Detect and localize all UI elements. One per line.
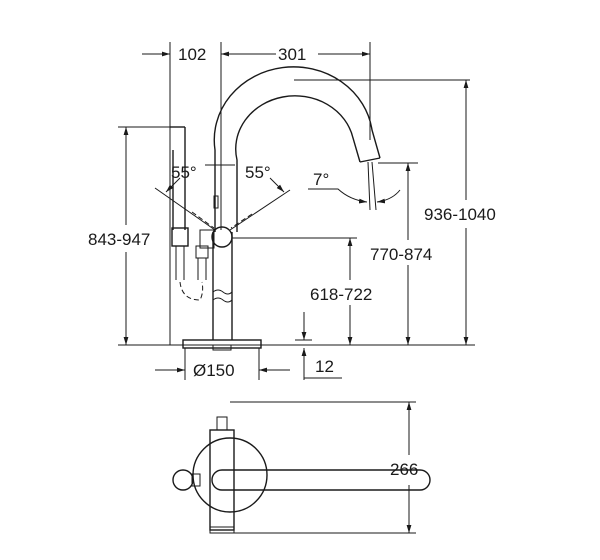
dim-936-1040 (355, 80, 475, 346)
dim-936-1040-label: 936-1040 (424, 205, 496, 224)
mixer-body (199, 195, 233, 340)
base-plate (118, 339, 355, 380)
dim-12 (295, 312, 342, 380)
dim-843-947-label: 843-947 (88, 230, 150, 249)
spout (213, 66, 470, 232)
dim-266-label: 266 (390, 460, 418, 479)
dim-102 (142, 42, 171, 345)
dim-7deg-label: 7° (313, 170, 329, 189)
dim-150-label: Ø150 (193, 361, 235, 380)
dim-301-label: 301 (278, 45, 306, 64)
dim-55-left-label: 55° (171, 163, 197, 182)
handshower (170, 126, 209, 301)
dim-102-label: 102 (178, 45, 206, 64)
dim-770-874 (378, 162, 418, 345)
dim-618-722-label: 618-722 (310, 285, 372, 304)
handle-angles (154, 164, 291, 231)
dim-12-label: 12 (315, 357, 334, 376)
plan-view (172, 401, 431, 534)
dim-843-947 (118, 126, 170, 345)
dim-618-722 (232, 237, 357, 345)
spout-tilt-angle (308, 161, 401, 211)
dim-770-874-label: 770-874 (370, 245, 432, 264)
dim-301 (220, 42, 371, 230)
dim-55-right-label: 55° (245, 163, 271, 182)
